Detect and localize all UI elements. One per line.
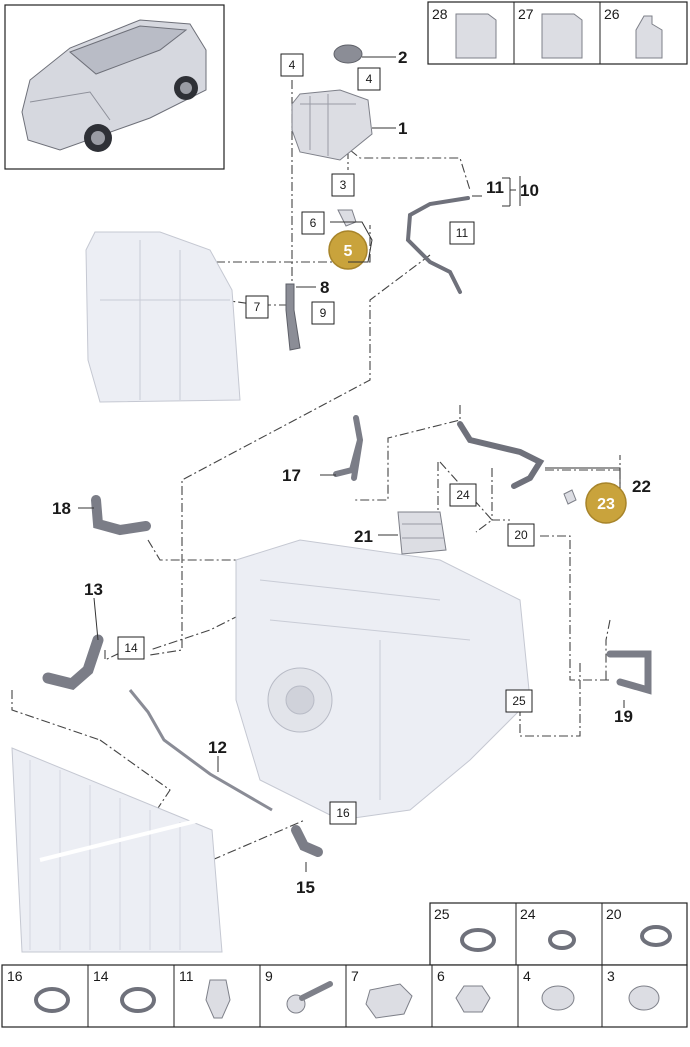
badge-23: 23 bbox=[585, 482, 627, 524]
callout-17-label: 17 bbox=[282, 466, 301, 485]
svg-text:14: 14 bbox=[93, 968, 109, 984]
expansion-tank bbox=[291, 89, 373, 161]
box-label-3: 3 bbox=[331, 173, 355, 197]
callout-18-label: 18 bbox=[52, 499, 71, 518]
tile-4-bolt: 4 bbox=[523, 968, 575, 1011]
coolant-pipe-19 bbox=[606, 650, 652, 695]
tile-28-number: 28 bbox=[432, 6, 448, 22]
top-tiles: 28 27 26 bbox=[427, 1, 688, 65]
tile-25-clamp: 25 bbox=[434, 906, 496, 952]
callout-12-label: 12 bbox=[208, 738, 227, 757]
svg-text:4: 4 bbox=[366, 72, 373, 86]
svg-text:24: 24 bbox=[456, 488, 470, 502]
callout-numbers: 2 1 8 10 11 12 13 15 17 18 19 21 22 bbox=[52, 48, 651, 897]
box-label-24: 24 bbox=[449, 483, 477, 507]
tank-cap bbox=[333, 44, 363, 64]
tile-24-clamp: 24 bbox=[520, 906, 576, 950]
box-label-11: 11 bbox=[449, 221, 475, 245]
tile-16-clamp: 16 bbox=[7, 968, 70, 1013]
coolant-hose-18 bbox=[91, 495, 151, 536]
box-label-4a: 4 bbox=[280, 53, 304, 77]
tile-3-bolt: 3 bbox=[607, 968, 660, 1011]
box-label-14: 14 bbox=[117, 636, 145, 660]
callout-13-label: 13 bbox=[84, 580, 103, 599]
svg-text:25: 25 bbox=[434, 906, 450, 922]
svg-text:4: 4 bbox=[523, 968, 531, 984]
engine-ghost bbox=[235, 539, 531, 821]
svg-text:5: 5 bbox=[344, 243, 353, 260]
heat-exchanger-21 bbox=[397, 511, 447, 555]
coolant-hose-15 bbox=[291, 825, 323, 857]
svg-text:7: 7 bbox=[254, 300, 261, 314]
box-label-7: 7 bbox=[245, 295, 269, 319]
boxed-labels: 4 4 3 6 7 9 11 14 bbox=[117, 53, 535, 825]
svg-text:16: 16 bbox=[7, 968, 23, 984]
tank-connector-6 bbox=[337, 209, 357, 227]
tile-27-number: 27 bbox=[518, 6, 534, 22]
tile-9-bolt: 9 bbox=[265, 968, 333, 1014]
svg-text:23: 23 bbox=[597, 496, 615, 513]
svg-text:24: 24 bbox=[520, 906, 536, 922]
callout-1-label: 1 bbox=[398, 119, 407, 138]
coolant-pipe-12 bbox=[128, 689, 273, 812]
callout-11-label: 11 bbox=[486, 178, 504, 197]
coolant-hose-10 bbox=[405, 196, 470, 294]
svg-text:3: 3 bbox=[340, 178, 347, 192]
svg-text:9: 9 bbox=[265, 968, 273, 984]
svg-text:11: 11 bbox=[179, 968, 194, 984]
body-panel-ghost bbox=[85, 231, 241, 403]
tile-20-clamp: 20 bbox=[606, 906, 672, 947]
svg-text:6: 6 bbox=[310, 216, 317, 230]
coolant-hose-22 bbox=[457, 421, 545, 489]
fitting-23 bbox=[563, 489, 577, 505]
callout-1-label: 2 bbox=[398, 48, 407, 67]
callout-21-label: 21 bbox=[354, 527, 373, 546]
box-label-6: 6 bbox=[301, 211, 325, 235]
tile-28: 28 bbox=[432, 6, 497, 59]
parts bbox=[42, 44, 652, 857]
coolant-hose-13 bbox=[42, 634, 104, 691]
callout-19-label: 19 bbox=[614, 707, 633, 726]
box-label-25: 25 bbox=[505, 689, 533, 713]
svg-text:20: 20 bbox=[514, 528, 528, 542]
callout-22-label: 22 bbox=[632, 477, 651, 496]
box-label-9: 9 bbox=[311, 301, 335, 325]
svg-text:9: 9 bbox=[320, 306, 327, 320]
svg-text:3: 3 bbox=[607, 968, 615, 984]
coolant-pipe-17 bbox=[333, 415, 364, 481]
box-label-20: 20 bbox=[507, 523, 535, 547]
box-label-16: 16 bbox=[329, 801, 357, 825]
svg-text:14: 14 bbox=[124, 641, 138, 655]
badge-5: 5 bbox=[328, 230, 368, 270]
highlight-badges: 5 23 bbox=[328, 221, 627, 524]
box-label-4b: 4 bbox=[357, 67, 381, 91]
tile-27: 27 bbox=[518, 6, 583, 59]
tile-26: 26 bbox=[604, 6, 663, 59]
callout-8-label: 8 bbox=[320, 278, 329, 297]
tile-7-nut: 7 bbox=[351, 968, 413, 1019]
bottom-tiles: 16 14 11 9 7 6 4 3 bbox=[1, 964, 688, 1028]
svg-text:4: 4 bbox=[289, 58, 296, 72]
tile-6-nut: 6 bbox=[437, 968, 491, 1013]
svg-text:16: 16 bbox=[336, 806, 350, 820]
radiator-ghost bbox=[11, 747, 223, 953]
svg-text:25: 25 bbox=[512, 694, 526, 708]
vehicle-thumbnail bbox=[4, 4, 225, 170]
bracket-8 bbox=[285, 283, 301, 351]
svg-text:20: 20 bbox=[606, 906, 622, 922]
tile-26-number: 26 bbox=[604, 6, 620, 22]
tile-11-clip: 11 bbox=[179, 968, 231, 1019]
tile-14-clamp: 14 bbox=[93, 968, 156, 1013]
svg-text:7: 7 bbox=[351, 968, 359, 984]
callout-10-label: 10 bbox=[520, 181, 539, 200]
callout-15-label: 15 bbox=[296, 878, 315, 897]
svg-text:11: 11 bbox=[456, 226, 469, 240]
svg-text:6: 6 bbox=[437, 968, 445, 984]
mid-tiles: 25 24 20 bbox=[429, 902, 688, 966]
